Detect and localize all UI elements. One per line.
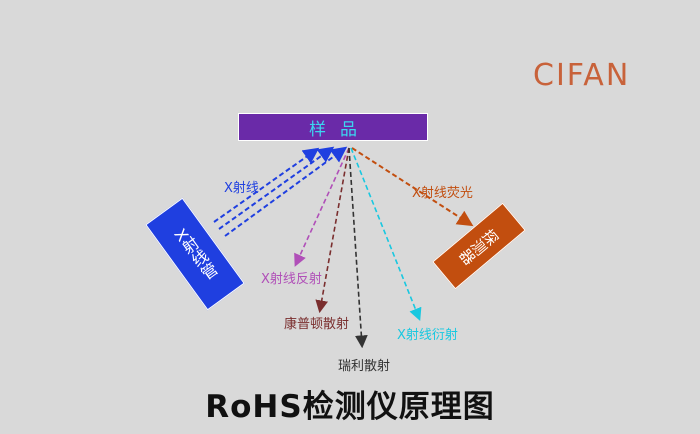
diagram-title: RoHS检测仪原理图	[205, 389, 495, 425]
reflection-arrow	[294, 147, 350, 267]
company-logo: CIFAN	[533, 58, 631, 93]
incident-xray-arrow-2	[218, 146, 335, 230]
reflection-label: X射线反射	[261, 272, 322, 287]
rayleigh-label: 瑞利散射	[338, 359, 391, 374]
diffraction-label: X射线衍射	[397, 328, 458, 343]
incident-xray-arrow-3	[224, 146, 348, 237]
diffraction-arrow	[350, 147, 422, 321]
fluorescence-arrow	[351, 147, 474, 227]
compton-label: 康普顿散射	[284, 317, 350, 332]
sample-label: 样品	[309, 119, 371, 140]
fluorescence-label: X射线荧光	[412, 186, 473, 201]
rayleigh-arrow	[348, 147, 368, 349]
compton-arrow	[315, 147, 350, 314]
sample-box: 样品	[238, 113, 428, 141]
xray-label: X射线	[224, 181, 259, 196]
incident-xray-arrow-1	[213, 147, 320, 223]
